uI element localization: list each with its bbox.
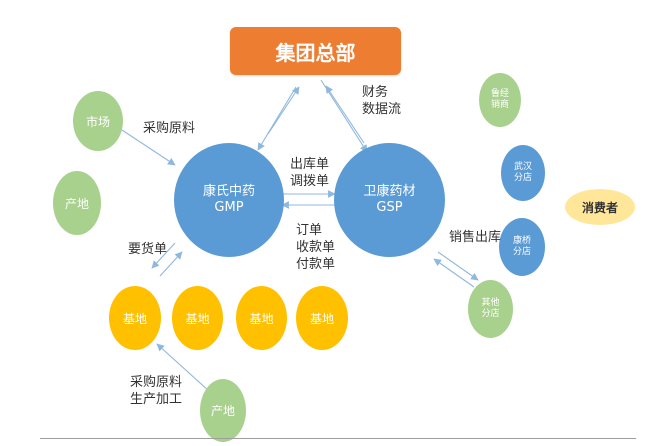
base-label: 基地	[185, 311, 210, 326]
arrow-gmp-to-hq	[267, 86, 300, 135]
arrow-hq-to-gsp	[320, 79, 368, 153]
base-node-4: 基地	[296, 286, 348, 350]
consumer-label: 消费者	[581, 200, 618, 215]
other-branch-node: 其他 分店	[468, 280, 513, 338]
requisition-label: 要货单	[128, 242, 168, 257]
distributor-line1: 鲁经	[490, 88, 509, 99]
gsp-standard: GSP	[376, 200, 403, 215]
raw-processing-label: 采购原料 生产加工	[130, 375, 183, 407]
base-label: 基地	[309, 311, 334, 326]
wuhan-line1: 武汉	[513, 161, 532, 172]
gmp-standard: GMP	[214, 200, 244, 215]
wuhan-branch-node: 武汉 分店	[501, 145, 545, 201]
gmp-name: 康氏中药	[202, 183, 255, 199]
origin-left-label: 产地	[64, 196, 89, 211]
arrow-hq-to-gmp	[257, 86, 297, 151]
hq-box: 集团总部	[230, 27, 401, 75]
market-label: 市场	[85, 114, 110, 129]
outbound-flow-label: 出库单 调拨单	[290, 157, 330, 189]
other-line2: 分店	[481, 309, 500, 319]
bottom-divider	[40, 438, 636, 439]
arrow-gsp-to-branch	[437, 251, 479, 281]
origin-bottom-label: 产地	[210, 404, 235, 418]
finance-flow-label: 财务 数据流	[362, 85, 402, 117]
base-node-1: 基地	[109, 286, 161, 350]
other-line1: 其他	[481, 297, 500, 308]
origin-left-node: 产地	[53, 171, 101, 235]
distributor-node: 鲁经 销商	[479, 73, 521, 127]
base-node-3: 基地	[236, 286, 287, 350]
arrow-branch-to-gsp	[433, 258, 475, 288]
kangqiao-branch-node: 康桥 分店	[499, 218, 545, 276]
kangqiao-line1: 康桥	[512, 235, 531, 246]
wuhan-line2: 分店	[513, 173, 532, 183]
kangqiao-line2: 分店	[512, 247, 531, 257]
arrow-bases-to-gmp	[159, 251, 183, 277]
gsp-store-node: 卫康药材 GSP	[334, 143, 445, 257]
arrow-gsp-to-hq	[325, 85, 365, 144]
base-label: 基地	[122, 311, 147, 326]
purchase-raw-label: 采购原料	[143, 121, 196, 136]
base-node-2: 基地	[172, 286, 223, 350]
orders-flow-label: 订单 收款单 付款单	[296, 223, 336, 272]
consumer-node: 消费者	[565, 189, 635, 225]
market-node: 市场	[73, 91, 123, 151]
gmp-factory-node: 康氏中药 GMP	[174, 143, 284, 257]
hq-label: 集团总部	[275, 40, 356, 65]
sales-out-label: 销售出库	[449, 230, 502, 245]
origin-bottom-node: 产地	[200, 379, 246, 442]
distributor-line2: 销商	[490, 100, 509, 110]
arrow-gmp-to-bases	[151, 242, 176, 269]
base-label: 基地	[249, 311, 274, 326]
arrow-market-to-gmp	[121, 129, 176, 166]
arrow-origin-to-bases	[156, 343, 211, 393]
gsp-name: 卫康药材	[363, 183, 416, 199]
